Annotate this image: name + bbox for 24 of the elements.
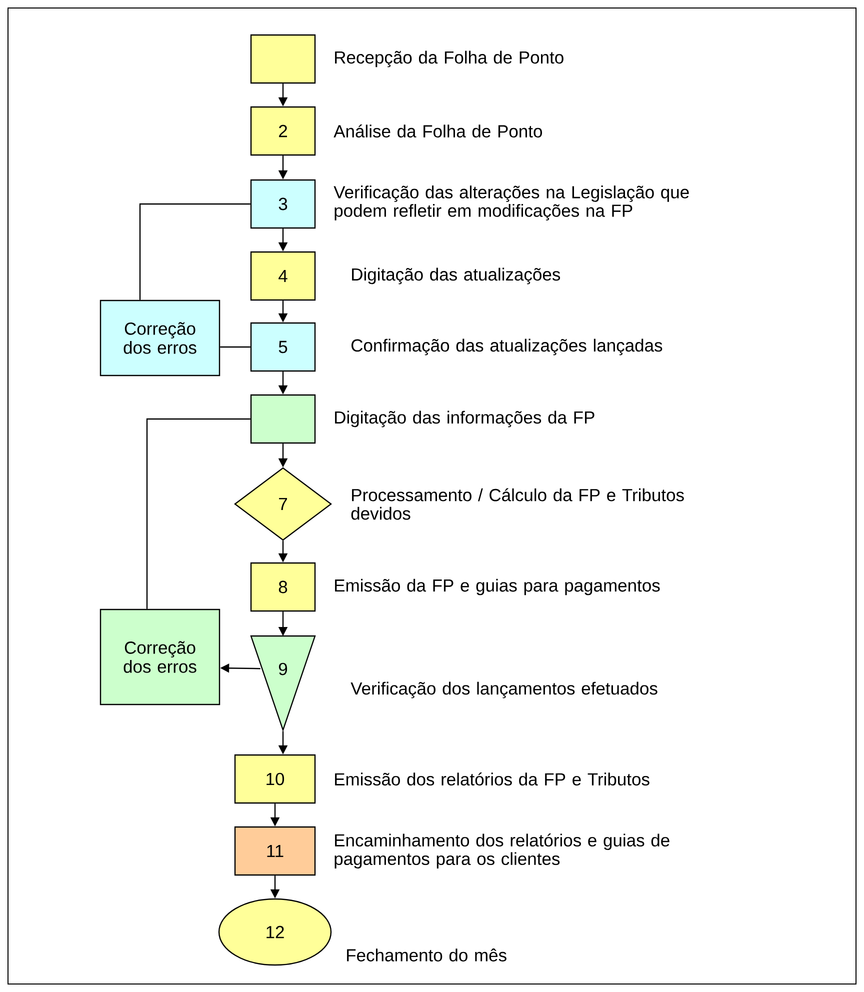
step-description: Verificação dos lançamentos efetuados <box>350 682 658 698</box>
process-box: 2 <box>250 106 316 156</box>
step-description: Fechamento do mês <box>347 948 506 962</box>
connector-line <box>220 346 250 348</box>
process-box: Correção dos erros <box>100 608 220 706</box>
process-box: 3 <box>250 179 316 229</box>
process-box: 11 <box>234 826 316 876</box>
process-box: 8 <box>250 562 316 612</box>
step-description: Análise da Folha de Ponto <box>334 124 542 138</box>
connector-line <box>139 203 250 300</box>
step-description: Emissão dos relatórios da FP e Tributos <box>335 772 650 786</box>
step-description: Confirmação das atualizações lançadas <box>352 338 662 356</box>
step-description: Digitação das informações da FP <box>335 410 594 428</box>
step-description: Encaminhamento dos relatórios e guias de pagamentos para os clientes <box>334 834 670 869</box>
step-description: Emissão da FP e guias para pagamentos <box>335 578 660 596</box>
process-box: 4 <box>250 251 316 301</box>
process-box: 10 <box>234 754 316 804</box>
process-box: 5 <box>250 322 316 372</box>
step-description: Digitação das atualizações <box>352 268 560 284</box>
step-description: Verificação das alterações na Legislação que podem refletir em modificações na FP <box>334 186 689 220</box>
process-box: Correção dos erros <box>100 300 220 376</box>
connector-line <box>146 418 250 609</box>
step-description: Processamento / Cálculo da FP e Tributos devidos <box>351 488 684 520</box>
step-description: Recepção da Folha de Ponto <box>335 50 564 68</box>
